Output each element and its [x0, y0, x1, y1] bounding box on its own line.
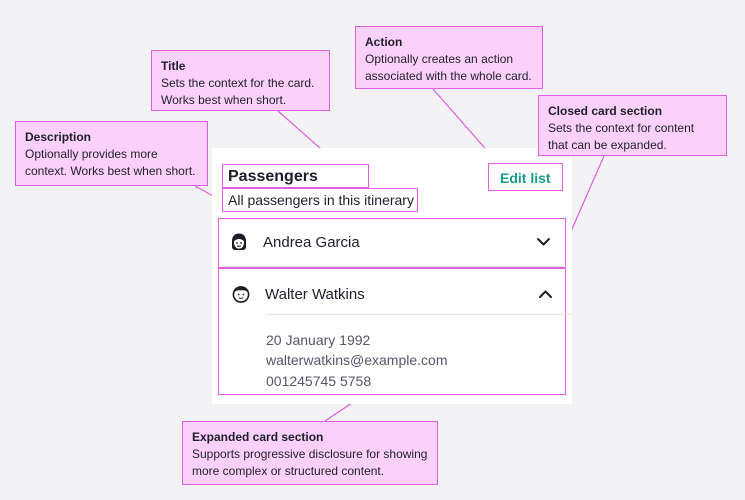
- closed-section-callout: Closed card section Sets the context for…: [538, 95, 727, 156]
- passenger-dob: 20 January 1992: [266, 332, 371, 348]
- callout-text: Optionally creates an action associated …: [365, 52, 532, 83]
- closed-section-highlight: [218, 218, 566, 268]
- callout-text: Sets the context for content that can be…: [548, 121, 695, 152]
- action-callout: Action Optionally creates an action asso…: [355, 26, 543, 89]
- passenger-name: Walter Watkins: [265, 286, 365, 303]
- card-title: Passengers: [228, 168, 318, 185]
- callout-heading: Title: [161, 59, 186, 73]
- passenger-name: Andrea Garcia: [263, 234, 360, 251]
- card-description: All passengers in this itinerary: [228, 192, 414, 208]
- callout-text: Optionally provides more context. Works …: [25, 147, 196, 178]
- action-highlight: [488, 163, 563, 191]
- title-highlight: [222, 164, 369, 188]
- callout-heading: Expanded card section: [192, 430, 324, 444]
- man-face-icon: [232, 286, 250, 303]
- chevron-down-icon[interactable]: [536, 236, 551, 248]
- edit-list-link[interactable]: Edit list: [500, 170, 551, 186]
- description-callout: Description Optionally provides more con…: [15, 121, 208, 186]
- callout-text: Supports progressive disclosure for show…: [192, 447, 428, 478]
- callout-heading: Closed card section: [548, 104, 663, 118]
- description-highlight: [222, 188, 418, 212]
- passenger-phone: 001245745 5758: [266, 373, 372, 389]
- expanded-divider: [266, 314, 572, 315]
- expanded-section-callout: Expanded card section Supports progressi…: [182, 421, 438, 485]
- title-callout: Title Sets the context for the card. Wor…: [151, 50, 330, 111]
- callout-heading: Description: [25, 130, 92, 144]
- woman-face-icon: [232, 233, 246, 250]
- callout-heading: Action: [365, 35, 403, 49]
- chevron-up-icon[interactable]: [538, 288, 553, 300]
- callout-text: Sets the context for the card. Works bes…: [161, 76, 315, 107]
- expanded-section-highlight: [218, 268, 566, 395]
- passenger-email: walterwatkins@example.com: [266, 352, 448, 368]
- row-divider: [222, 266, 566, 267]
